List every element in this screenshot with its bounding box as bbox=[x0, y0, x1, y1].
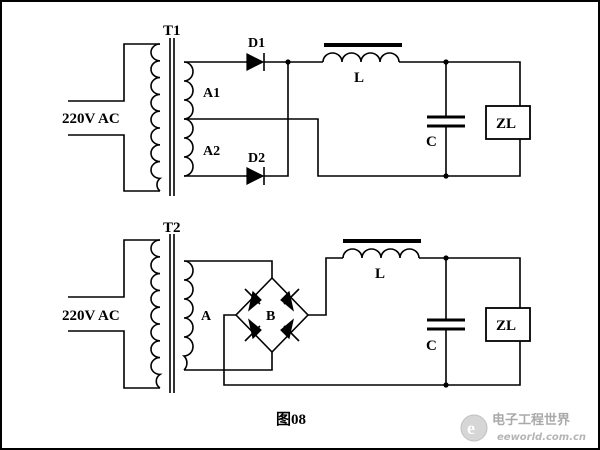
bottom-bridge-diode-4-bar bbox=[283, 325, 300, 342]
bottom-load-box bbox=[485, 307, 531, 342]
bottom-inductor-core bbox=[343, 239, 421, 243]
watermark-url: eeworld.com.cn bbox=[497, 432, 586, 443]
figure-caption: 图08 bbox=[276, 411, 306, 428]
bottom-bridge-negative bbox=[223, 314, 446, 386]
top-junction-cathodes bbox=[285, 59, 291, 65]
bottom-transformer-label: T2 bbox=[163, 220, 181, 236]
top-input-label: 220V AC bbox=[62, 111, 120, 127]
top-circuit: T1 220V AC A1 A2 D1 D2 L C ZL bbox=[62, 23, 531, 196]
bottom-input-label: 220V AC bbox=[62, 308, 120, 324]
bottom-output-negative bbox=[446, 341, 521, 386]
bottom-bridge-positive bbox=[308, 257, 343, 316]
bottom-output-positive bbox=[419, 257, 521, 308]
top-diode-d2 bbox=[246, 167, 265, 185]
bottom-winding-label: A bbox=[201, 309, 212, 324]
bottom-inductor bbox=[342, 248, 420, 259]
top-diode-d1 bbox=[246, 53, 265, 71]
watermark: e 电子工程世界 eeworld.com.cn bbox=[460, 412, 586, 443]
top-diode-d2-wire bbox=[240, 62, 289, 177]
top-primary-coil bbox=[150, 43, 163, 192]
bottom-bridge-diode-1-bar bbox=[244, 288, 261, 305]
eeworld-e-logo: e bbox=[460, 414, 488, 442]
top-center-tap-return bbox=[184, 118, 446, 177]
bottom-inductor-label: L bbox=[375, 266, 385, 282]
bottom-bridge-diode-2-bar bbox=[283, 288, 300, 305]
top-diode-d2-label: D2 bbox=[248, 151, 265, 166]
bottom-secondary-lead-bottom bbox=[184, 352, 273, 371]
svg-text:e: e bbox=[467, 418, 475, 438]
bottom-bridge-diode-3-bar bbox=[244, 325, 261, 342]
top-transformer-label: T1 bbox=[163, 23, 181, 39]
bottom-circuit: T2 220V AC A B L C ZL bbox=[62, 220, 531, 393]
bottom-bridge-label: B bbox=[266, 309, 275, 324]
bottom-primary-wire-upper bbox=[68, 239, 160, 298]
bottom-primary-wire-lower bbox=[68, 330, 160, 389]
bottom-bridge-frame bbox=[234, 276, 310, 354]
bottom-secondary-lead-top bbox=[184, 260, 273, 278]
top-output-positive bbox=[399, 61, 521, 106]
bottom-primary-coil bbox=[150, 239, 163, 389]
watermark-name: 电子工程世界 bbox=[492, 412, 570, 428]
top-primary-wire-upper bbox=[68, 43, 160, 102]
top-capacitor-label: C bbox=[426, 134, 437, 150]
top-load-box bbox=[485, 105, 531, 140]
top-winding-a1-label: A1 bbox=[203, 86, 220, 101]
top-output-negative bbox=[446, 139, 521, 177]
top-inductor-label: L bbox=[354, 70, 364, 86]
bottom-load-label: ZL bbox=[496, 318, 516, 334]
bottom-secondary-coil bbox=[182, 260, 194, 371]
top-diode-d1-label: D1 bbox=[248, 36, 265, 51]
bottom-capacitor-label: C bbox=[426, 338, 437, 354]
top-primary-wire-lower bbox=[68, 134, 160, 192]
top-inductor-core bbox=[324, 43, 402, 47]
top-inductor bbox=[322, 52, 400, 63]
top-load-label: ZL bbox=[496, 116, 516, 132]
top-winding-a2-label: A2 bbox=[203, 144, 220, 159]
